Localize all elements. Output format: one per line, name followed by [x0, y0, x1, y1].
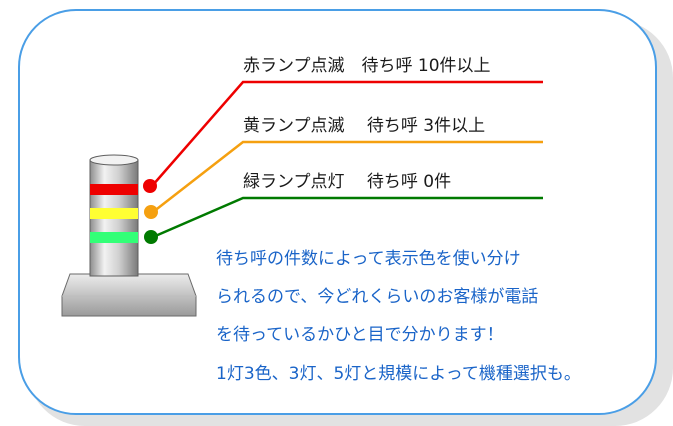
tower-base — [61, 273, 197, 317]
red-lamp — [90, 184, 138, 195]
green-lamp — [90, 232, 138, 243]
green-dot — [144, 230, 158, 244]
green-lamp-label: 緑ランプ点灯 待ち呼 0件 — [243, 172, 452, 192]
yellow-lamp-label: 黄ランプ点滅 待ち呼 3件以上 — [243, 116, 486, 136]
red-lamp-label: 赤ランプ点滅 待ち呼 10件以上 — [243, 56, 491, 76]
yellow-leader-line — [152, 140, 543, 213]
yellow-dot — [144, 205, 158, 219]
description-line-3: を待っているかひと目で分かります！ — [216, 325, 504, 345]
green-leader-line — [152, 196, 543, 239]
red-dot — [143, 179, 157, 193]
yellow-lamp — [90, 208, 138, 219]
description-line-2: られるので、今どれくらいのお客様が電話 — [216, 287, 539, 307]
description-line-4: 1灯3色、3灯、5灯と規模によって機種選択も。 — [216, 364, 581, 384]
description-line-1: 待ち呼の件数によって表示色を使い分け — [216, 249, 521, 269]
red-leader-line — [151, 80, 543, 187]
